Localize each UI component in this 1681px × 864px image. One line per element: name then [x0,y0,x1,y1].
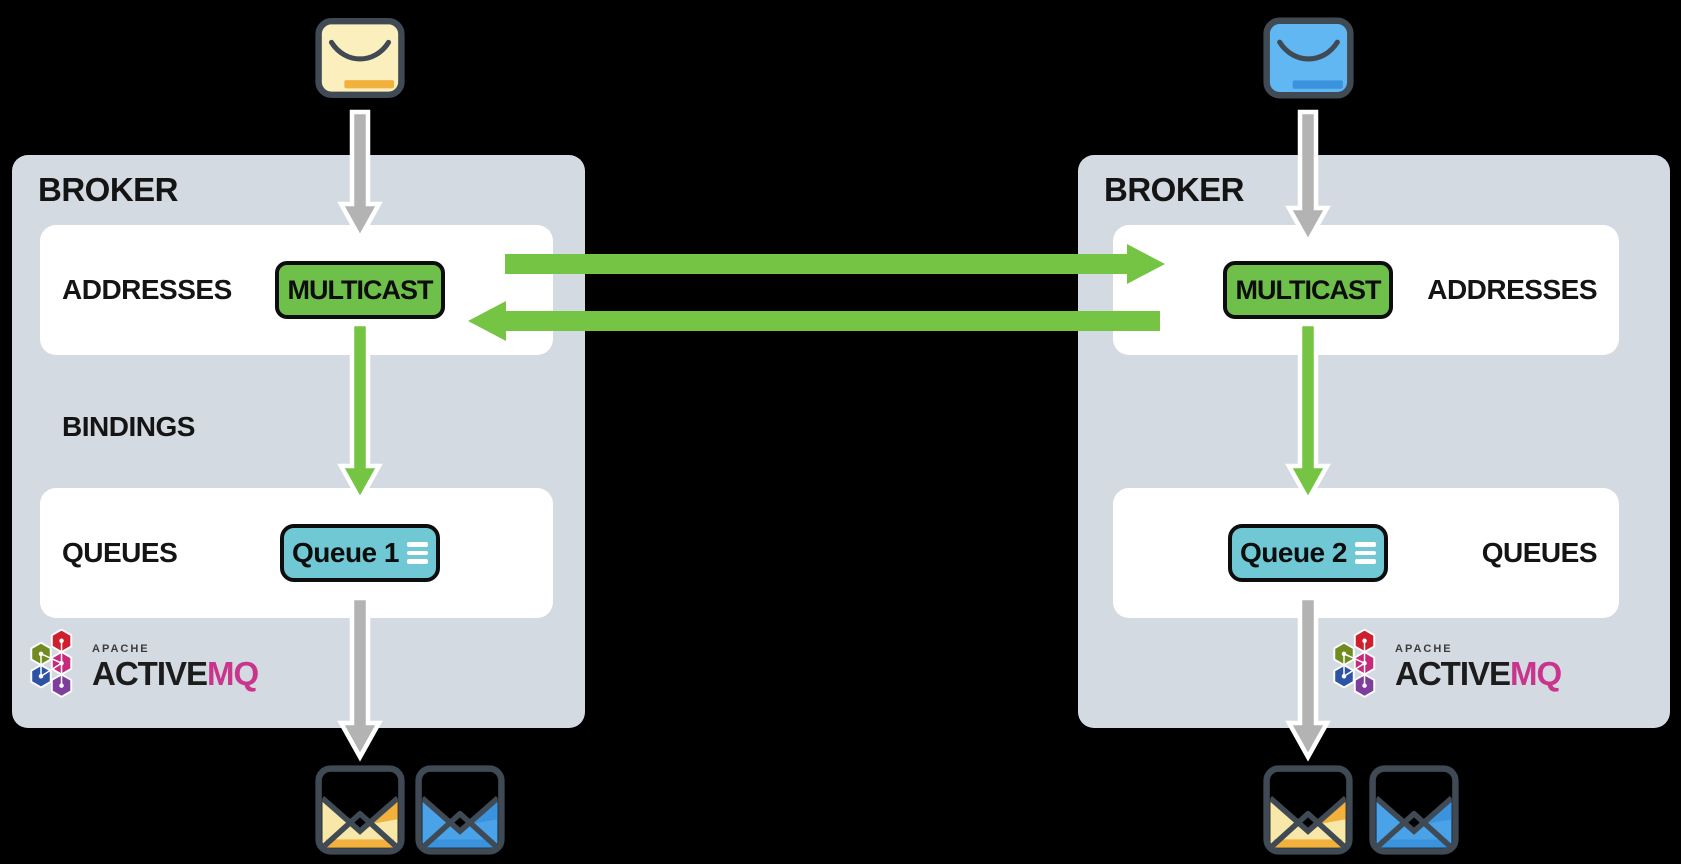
producer-envelope-blue-icon [1263,17,1354,99]
consumer-envelope-blue-icon [415,765,505,855]
multicast-node: MULTICAST [1223,261,1393,319]
addresses-label: ADDRESSES [1427,274,1597,305]
addresses-label: ADDRESSES [62,274,232,305]
active-label: ACTIVE [1395,654,1511,692]
apache-label: APACHE [92,642,150,655]
bindings-label: BINDINGS [62,411,195,442]
queues-label: QUEUES [62,537,178,568]
broker-title: BROKER [1104,171,1245,208]
active-label: ACTIVE [92,654,208,692]
multicast-node: MULTICAST [275,261,445,319]
activemq-logo: APACHE ACTIVEMQ [27,628,259,704]
activemq-hexagons-icon [30,628,73,698]
addresses-panel: ADDRESSES MULTICAST [1113,225,1619,355]
producer-envelope-yellow-icon [315,17,405,99]
queue-node: Queue 2 [1228,524,1388,582]
broker-title: BROKER [38,171,179,208]
queues-panel: QUEUES Queue 1 [40,488,553,618]
menu-lines-icon [1354,542,1376,564]
activemq-wordmark: APACHE ACTIVEMQ [1395,642,1562,692]
activemq-hexagons-icon [1333,628,1376,698]
consumer-envelope-yellow-icon [1263,765,1353,855]
consumer-envelope-yellow-icon [315,765,405,855]
queues-panel: QUEUES Queue 2 [1113,488,1619,618]
apache-label: APACHE [1395,642,1453,655]
menu-lines-icon [406,542,428,564]
mq-label: MQ [207,654,259,692]
queue-node: Queue 1 [280,524,440,582]
queue-node-label: Queue 2 [1240,537,1347,568]
broker-panel-right: BROKER ADDRESSES MULTICAST QUEUES Queue … [1078,155,1670,728]
queues-label: QUEUES [1481,537,1598,568]
consumer-envelope-blue-icon [1369,765,1459,855]
mq-label: MQ [1510,654,1562,692]
arrow-multicast-left-to-right [505,244,1165,284]
broker-panel-left: BROKER ADDRESSES MULTICAST BINDINGS QUEU… [12,155,585,728]
queue-node-label: Queue 1 [292,537,399,568]
activemq-wordmark: APACHE ACTIVEMQ [92,642,259,692]
activemq-logo: APACHE ACTIVEMQ [1330,628,1562,704]
addresses-panel: ADDRESSES MULTICAST [40,225,553,355]
